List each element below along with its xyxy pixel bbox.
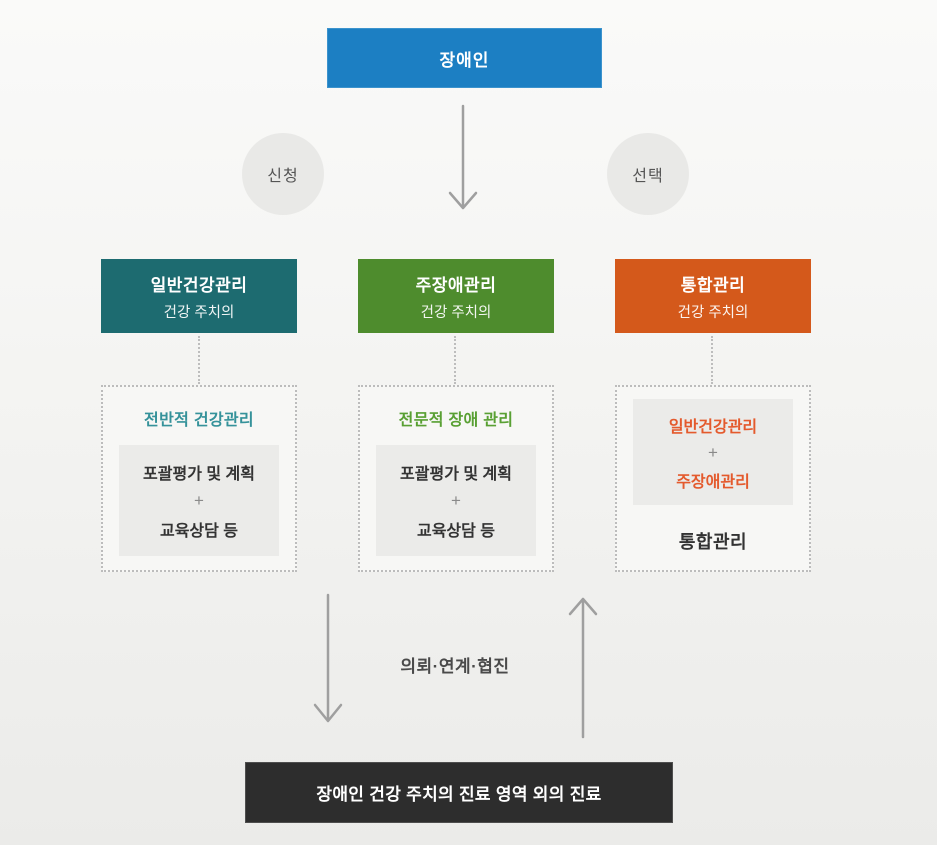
detail-inner-box: 포괄평가 및 계획 + 교육상담 등 — [119, 445, 279, 556]
select-circle: 선택 — [607, 133, 689, 215]
detail-line: 교육상담 등 — [416, 523, 496, 540]
detail-line: 주장애관리 — [676, 473, 750, 491]
detail-line: 교육상담 등 — [159, 523, 239, 540]
general-health-mgmt-header: 일반건강관리 건강 주치의 — [101, 259, 297, 333]
detail-footer: 통합관리 — [678, 531, 748, 552]
header-subtitle: 건강 주치의 — [420, 304, 492, 321]
referral-label: 의뢰·연계·협진 — [400, 657, 510, 676]
disabled-person-box: 장애인 — [327, 28, 602, 88]
detail-title: 전반적 건강관리 — [144, 412, 254, 429]
external-care-box: 장애인 건강 주치의 진료 영역 외의 진료 — [245, 762, 673, 823]
detail-line: 일반건강관리 — [668, 418, 758, 436]
select-label: 선택 — [632, 168, 664, 185]
header-subtitle: 건강 주치의 — [677, 304, 749, 321]
detail-line: 포괄평가 및 계획 — [400, 466, 512, 483]
referral-down-arrow-icon — [313, 593, 343, 723]
plus-sign: + — [451, 491, 461, 510]
header-subtitle: 건강 주치의 — [163, 304, 235, 321]
apply-label: 신청 — [267, 168, 299, 185]
connector-line — [711, 336, 713, 384]
main-disability-detail-box: 전문적 장애 관리 포괄평가 및 계획 + 교육상담 등 — [358, 385, 554, 572]
main-disability-mgmt-header: 주장애관리 건강 주치의 — [358, 259, 554, 333]
header-title: 주장애관리 — [415, 275, 497, 295]
disabled-person-label: 장애인 — [439, 50, 490, 70]
integrated-mgmt-header: 통합관리 건강 주치의 — [615, 259, 811, 333]
general-health-detail-box: 전반적 건강관리 포괄평가 및 계획 + 교육상담 등 — [101, 385, 297, 572]
detail-inner-box: 포괄평가 및 계획 + 교육상담 등 — [376, 445, 536, 556]
connector-line — [454, 336, 456, 384]
detail-title: 전문적 장애 관리 — [398, 412, 514, 429]
header-title: 일반건강관리 — [150, 275, 248, 295]
detail-inner-box: 일반건강관리 + 주장애관리 — [633, 399, 793, 505]
plus-sign: + — [708, 442, 718, 462]
plus-sign: + — [194, 491, 204, 510]
header-title: 통합관리 — [680, 275, 746, 295]
apply-circle: 신청 — [242, 133, 324, 215]
main-down-arrow-icon — [448, 104, 478, 210]
connector-line — [198, 336, 200, 384]
external-care-label: 장애인 건강 주치의 진료 영역 외의 진료 — [316, 785, 602, 804]
referral-up-arrow-icon — [568, 597, 598, 739]
integrated-detail-box: 일반건강관리 + 주장애관리 통합관리 — [615, 385, 811, 572]
detail-line: 포괄평가 및 계획 — [143, 466, 255, 483]
